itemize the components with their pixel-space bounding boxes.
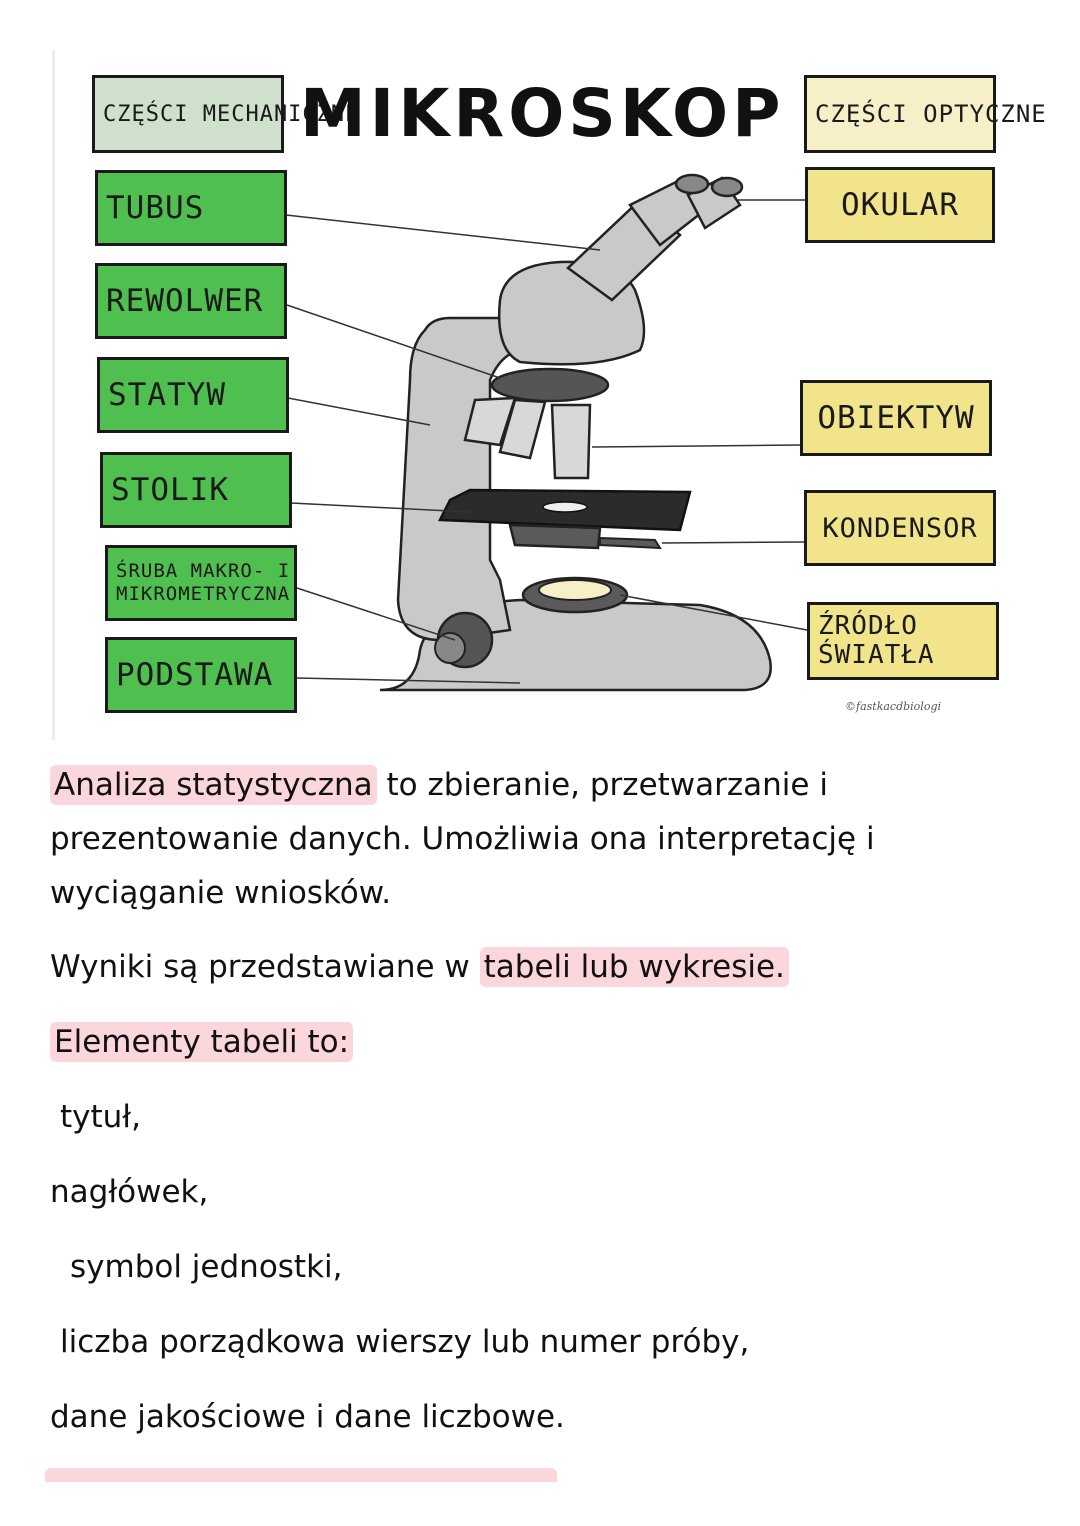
label-tubus: TUBUS (95, 170, 287, 246)
optical-parts-header: CZĘŚCI OPTYCZNE (804, 75, 1046, 153)
highlight-elementy: Elementy tabeli to: (50, 1022, 354, 1062)
table-elements-heading: Elementy tabeli to: (50, 1015, 354, 1069)
label-kondensor: KONDENSOR (804, 490, 996, 566)
bottom-highlight-bar (45, 1468, 557, 1482)
mechanical-parts-header: CZĘŚCI MECHANICZNE (92, 75, 358, 153)
label-podstawa: PODSTAWA (105, 637, 297, 713)
label-zrodlo-swiatla: ŹRÓDŁO ŚWIATŁA (807, 602, 999, 680)
credit: ©fastkacdbiologi (845, 700, 942, 713)
list-item: symbol jednostki, (70, 1249, 343, 1285)
results-start: Wyniki są przedstawiane w (50, 949, 480, 985)
diagram-title: MIKROSKOP (300, 75, 785, 152)
label-statyw: STATYW (97, 357, 289, 433)
label-sruba: ŚRUBA MAKRO- I MIKROMETRYCZNA (105, 545, 297, 621)
paragraph-analysis: Analiza statystyczna to zbieranie, przet… (50, 758, 1040, 920)
list-item: dane jakościowe i dane liczbowe. (50, 1399, 565, 1435)
list-item: nagłówek, (50, 1174, 209, 1210)
label-obiektyw: OBIEKTYW (800, 380, 992, 456)
paragraph-results: Wyniki są przedstawiane w tabeli lub wyk… (50, 940, 789, 994)
highlight-analiza: Analiza statystyczna (50, 765, 377, 805)
label-rewolwer: REWOLWER (95, 263, 287, 339)
list-item: liczba porządkowa wierszy lub numer prób… (60, 1324, 750, 1360)
label-stolik: STOLIK (100, 452, 292, 528)
list-item: tytuł, (60, 1099, 141, 1135)
paragraph-analysis-rest: to zbieranie, przetwarzanie i prezentowa… (50, 767, 875, 911)
label-okular: OKULAR (805, 167, 995, 243)
highlight-tabeli: tabeli lub wykresie. (479, 947, 789, 987)
